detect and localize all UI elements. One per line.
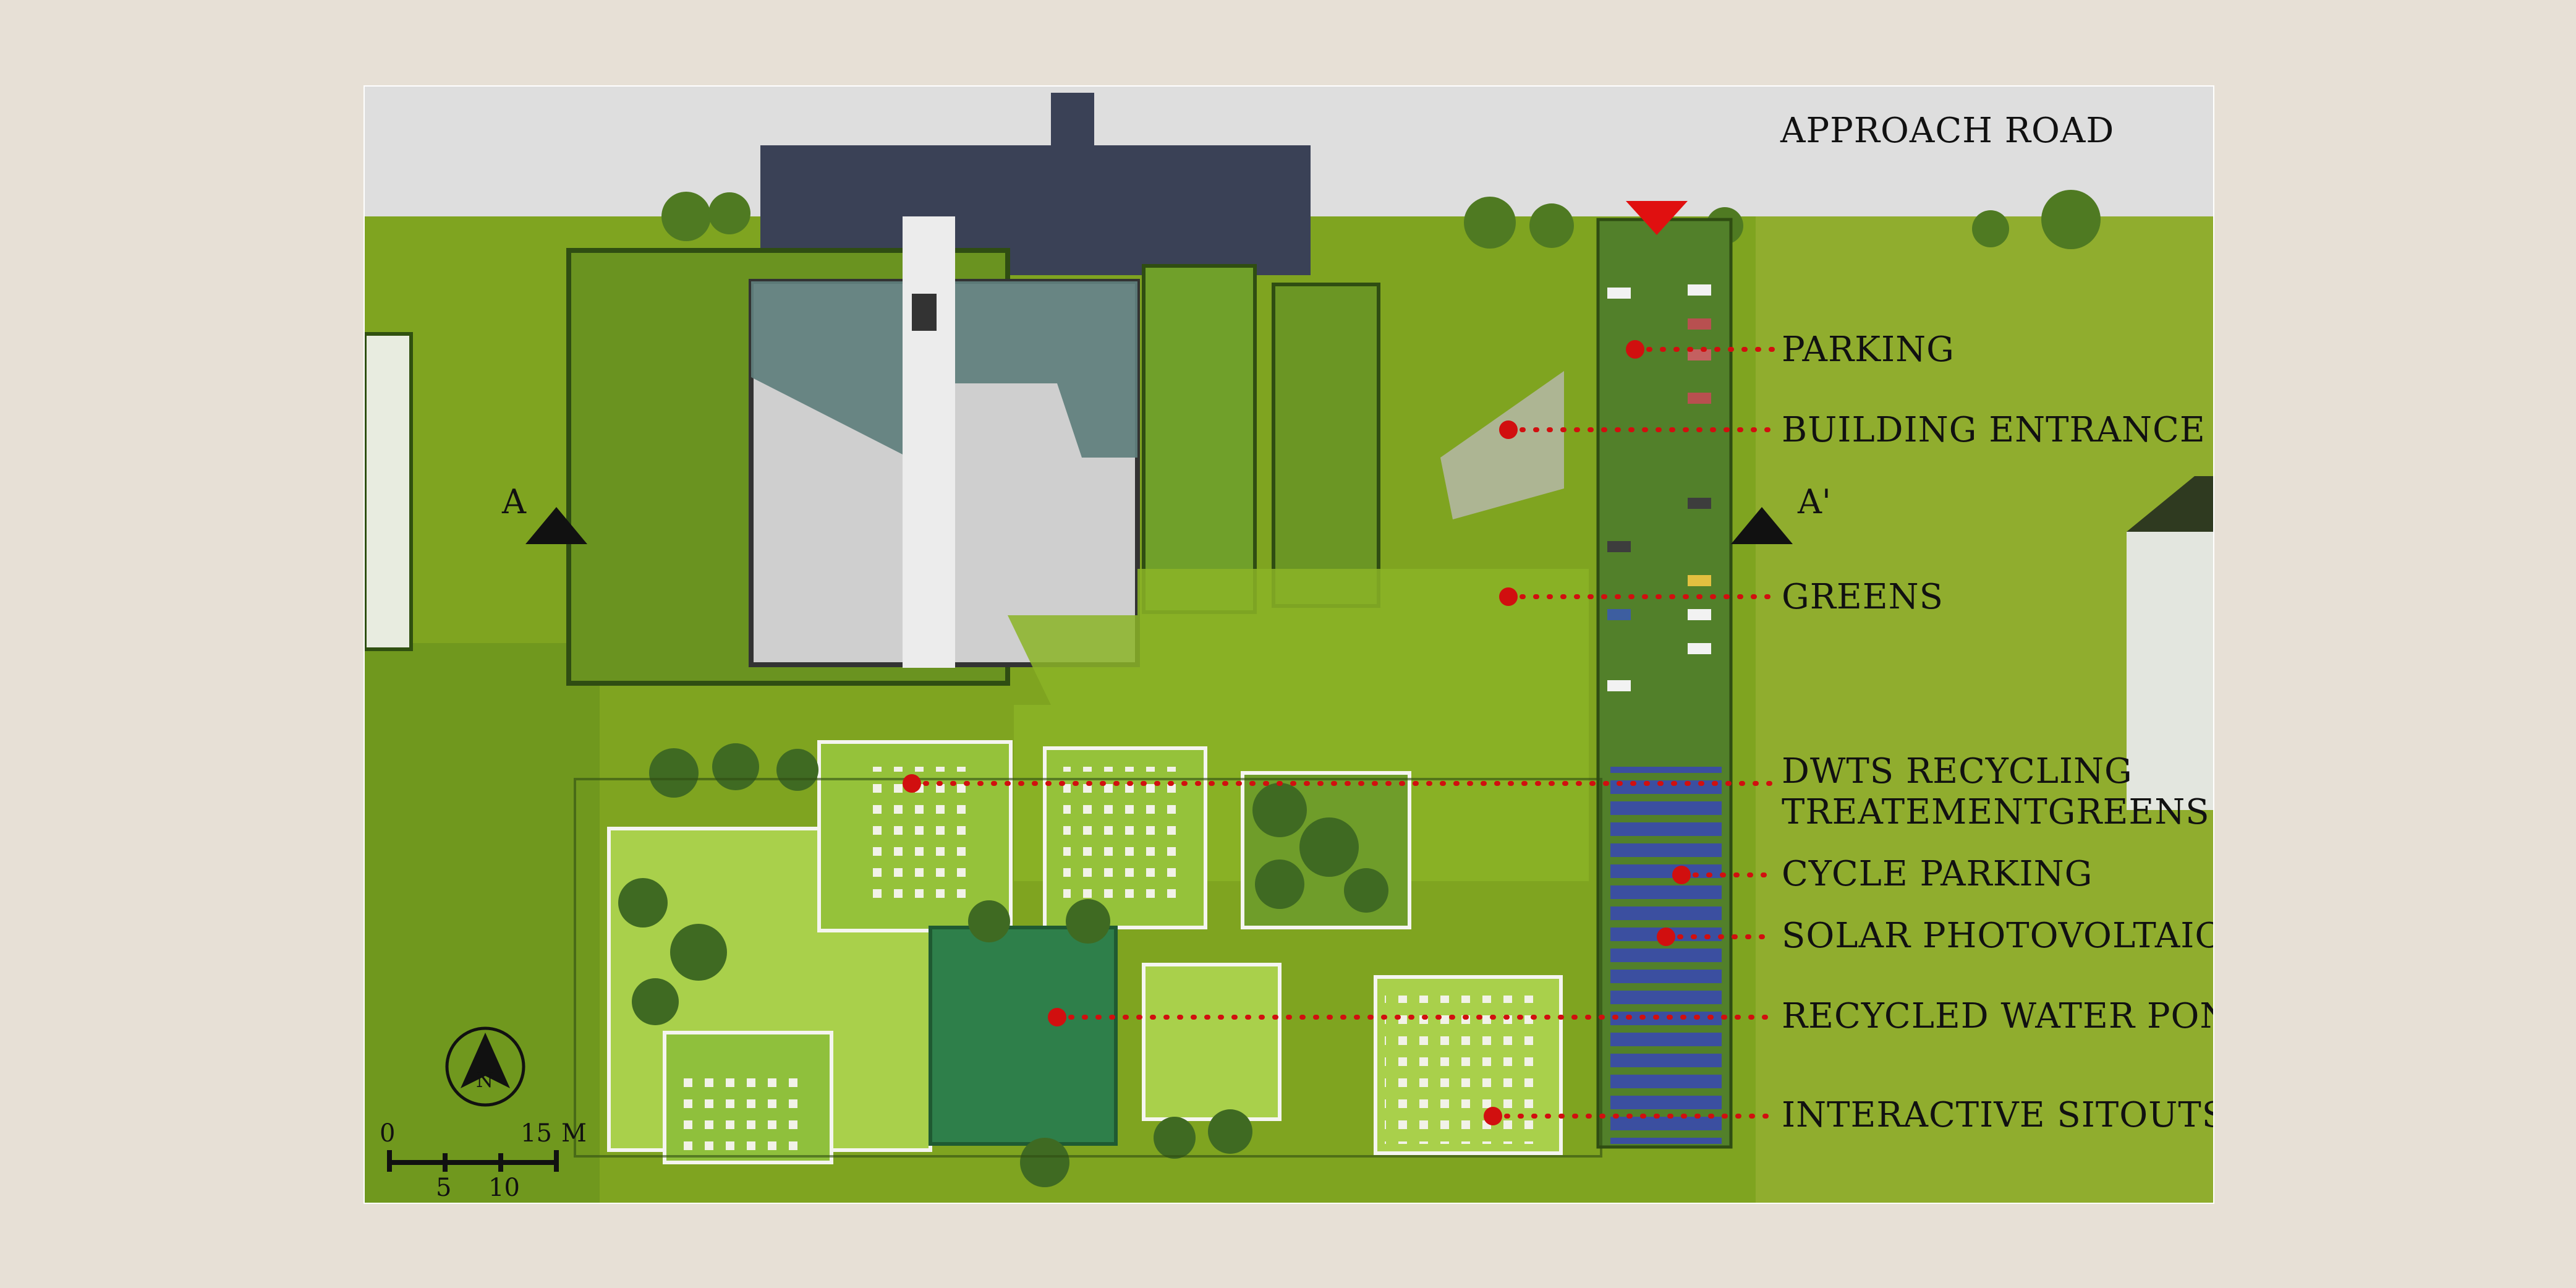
site-boundary — [574, 778, 1602, 1158]
scale-unit: M — [561, 1119, 587, 1148]
approach-road-label: APPROACH ROAD — [1780, 111, 2115, 151]
left-structure — [365, 332, 413, 651]
scale-tick-10: 10 — [488, 1174, 520, 1202]
entrance-steps — [1440, 371, 1564, 519]
east-terrace-2 — [1272, 283, 1380, 608]
entry-triangle — [1626, 201, 1688, 235]
garden-block-6 — [1142, 963, 1282, 1121]
callout-building-entrance-label: BUILDING ENTRANCE — [1782, 410, 2206, 450]
callout-dots — [903, 340, 1691, 1125]
solar-array — [1610, 767, 1722, 1144]
section-mark-a-prime-triangle — [1731, 507, 1793, 544]
site-plan-drawing — [365, 87, 2213, 1203]
callout-dwts-label: DWTS RECYCLING TREATEMENTGREENS — [1782, 751, 2210, 832]
scale-tick-15: 15 — [521, 1119, 552, 1148]
scale-bar — [387, 1150, 559, 1172]
callout-greens-label: GREENS — [1782, 577, 1944, 617]
callout-sitouts-label: INTERACTIVE SITOUTS — [1782, 1095, 2213, 1135]
callout-cycle-parking-label: CYCLE PARKING — [1782, 854, 2093, 894]
site-plan-map: APPROACH ROAD PARKING BUILDING ENTRANCE … — [365, 87, 2213, 1203]
section-mark-a-label: A — [502, 482, 526, 521]
sitout-seats-2 — [1063, 767, 1187, 909]
recycled-water-pond — [929, 926, 1118, 1146]
callout-parking-label: PARKING — [1782, 330, 1955, 370]
north-arrow-icon — [445, 1026, 525, 1107]
scale-tick-0: 0 — [380, 1119, 396, 1148]
section-mark-a-triangle — [525, 507, 587, 544]
roof-spine — [903, 216, 955, 668]
callout-pond-label: RECYCLED WATER POND — [1782, 996, 2213, 1036]
callout-solar-label: SOLAR PHOTOVOLTAICS — [1782, 916, 2213, 956]
scale-tick-5: 5 — [436, 1174, 452, 1202]
section-mark-a-prime-label: A' — [1798, 482, 1831, 521]
parked-cars — [1607, 284, 1711, 691]
sitout-seats-3 — [1385, 996, 1545, 1144]
east-terrace-1 — [1142, 264, 1257, 614]
callout-leaders — [909, 347, 1777, 1119]
right-structure — [2127, 532, 2213, 810]
sitout-seats-1 — [865, 767, 971, 909]
north-label: N — [476, 1068, 493, 1092]
sitout-seats-4 — [674, 1076, 797, 1150]
grass-left-shadow — [365, 643, 600, 1203]
chimney-shadow — [1051, 93, 1094, 167]
